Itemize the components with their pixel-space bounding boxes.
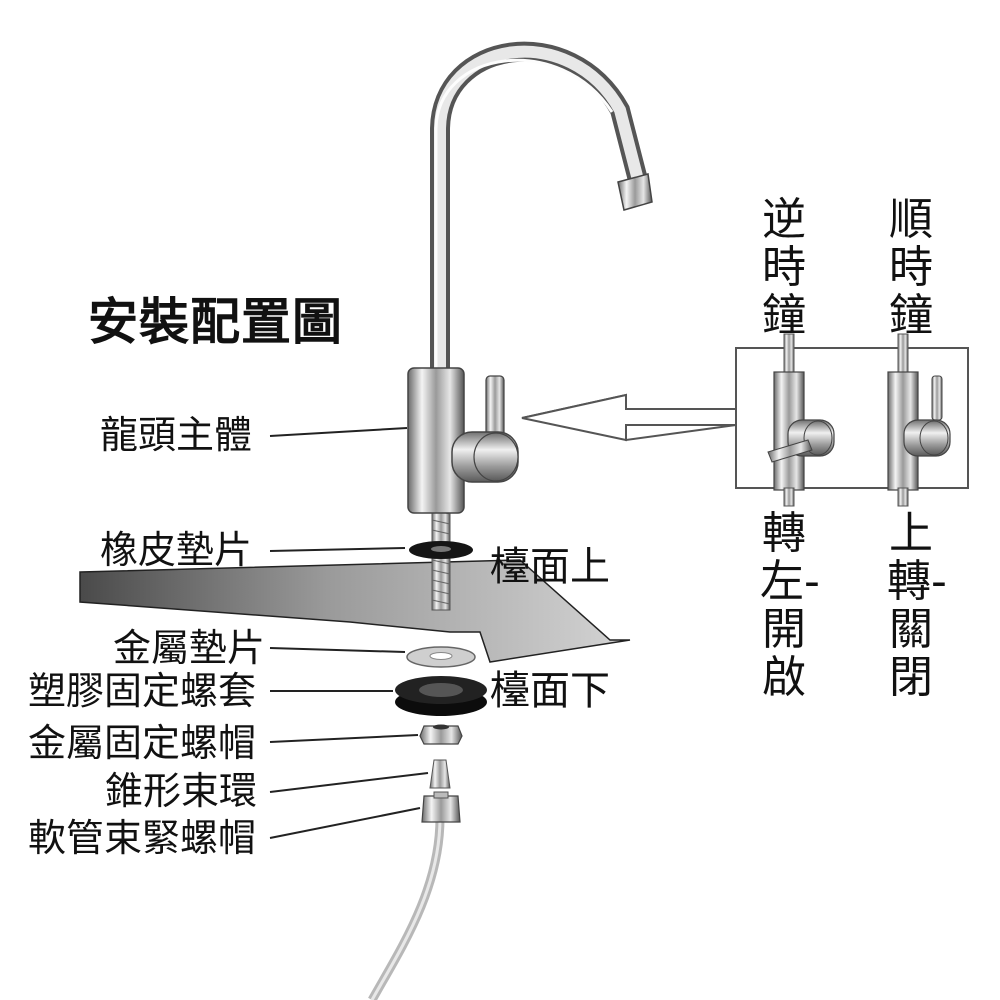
- spout-tip: [617, 173, 653, 211]
- inset-faucet-closed: [887, 333, 951, 507]
- leader-lines: [269, 427, 429, 839]
- part-label-plastic-nut: 塑膠固定螺套: [28, 669, 257, 713]
- part-label-metal-nut: 金屬固定螺帽: [28, 721, 257, 765]
- part-label-metal-washer: 金屬墊片: [113, 626, 266, 670]
- direction-cw-label: 順時鐘: [889, 194, 933, 341]
- direction-ccw-label: 逆時鐘: [762, 194, 806, 341]
- counter-bottom-label: 檯面下: [490, 668, 610, 714]
- inset-faucet-open: [767, 333, 835, 507]
- part-label-rubber-washer: 橡皮墊片: [100, 528, 253, 572]
- part-label-hose-nut: 軟管束緊螺帽: [28, 816, 257, 860]
- action-open-label: 轉左-開啟: [760, 508, 820, 703]
- countertop: [79, 559, 631, 663]
- hose: [368, 817, 445, 1000]
- part-label-faucet-body: 龍頭主體: [100, 413, 253, 457]
- hose-nut: [421, 795, 461, 823]
- cone-ferrule: [429, 759, 451, 789]
- counter-top-label: 檯面上: [490, 544, 610, 590]
- diagram-title: 安裝配置圖: [88, 293, 343, 351]
- metal-nut: [419, 725, 463, 745]
- part-label-cone-ferrule: 錐形束環: [105, 769, 258, 813]
- action-close-label: 上轉-關閉: [887, 508, 947, 703]
